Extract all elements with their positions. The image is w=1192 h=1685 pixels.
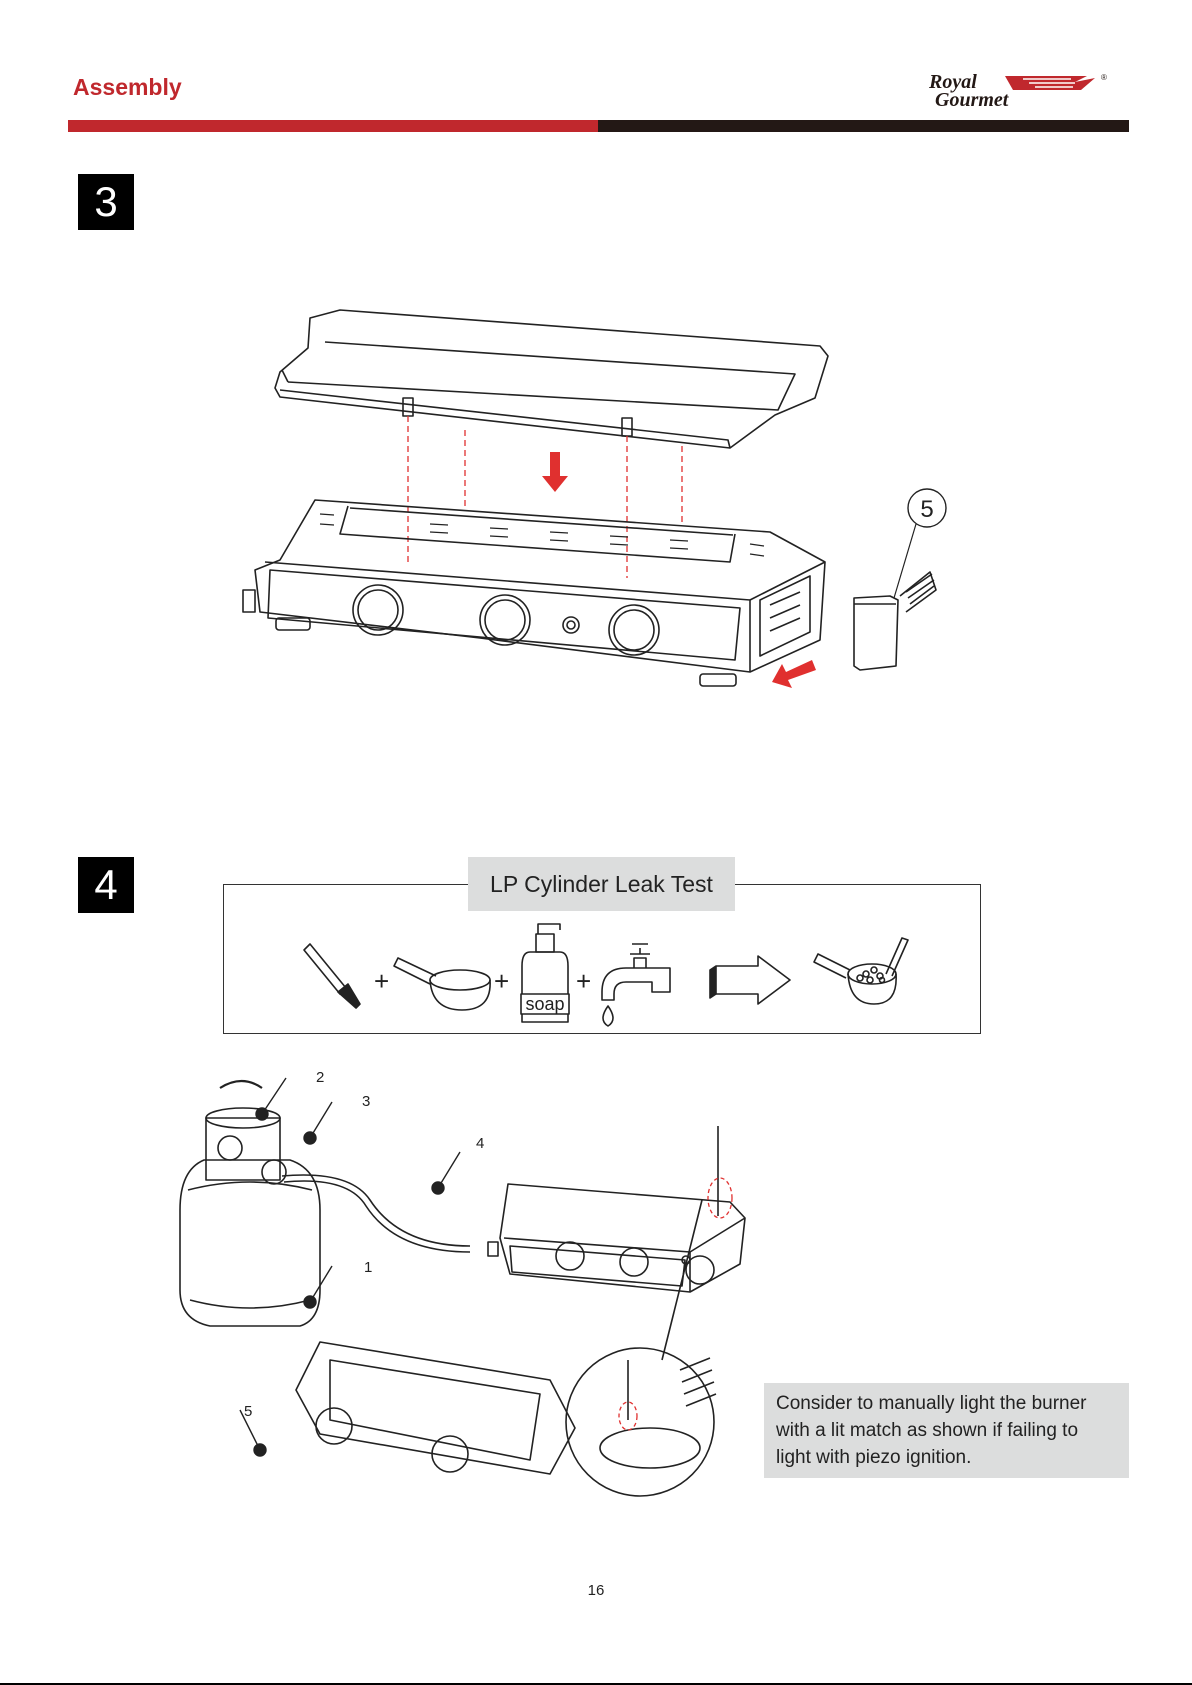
registered-mark: ®: [1101, 73, 1107, 82]
faucet-icon: [602, 944, 670, 1026]
griddle-assembly-illustration: 5: [230, 300, 950, 720]
page-number: 16: [0, 1582, 1192, 1599]
leak-test-title: LP Cylinder Leak Test: [468, 857, 735, 911]
check-point-4: 4: [476, 1135, 484, 1152]
arrow-icon: [710, 956, 790, 1004]
check-point-2: 2: [316, 1070, 324, 1086]
insert-arrow: [772, 660, 816, 688]
header-bar-red: [68, 120, 598, 132]
leak-test-icon-row: + + + soap: [290, 918, 910, 1028]
plus-sign-1: +: [374, 966, 389, 996]
plus-sign-3: +: [576, 966, 591, 996]
brush-icon: [304, 944, 360, 1008]
soap-label: soap: [525, 994, 564, 1014]
brand-line2: Gourmet: [935, 89, 1010, 111]
plus-sign-2: +: [494, 966, 509, 996]
down-arrow: [542, 452, 568, 492]
step-4-badge: 4: [78, 857, 134, 913]
manual-lighting-note: Consider to manually light the burner wi…: [764, 1383, 1129, 1478]
brand-logo: Royal Gourmet ®: [925, 70, 1125, 112]
check-point-5: 5: [244, 1403, 252, 1420]
step-3-badge: 3: [78, 174, 134, 230]
check-point-3: 3: [362, 1093, 370, 1110]
section-title: Assembly: [73, 74, 182, 101]
check-point-1: 1: [364, 1259, 372, 1276]
callout-5: 5: [920, 496, 933, 523]
bubbling-cup-icon: [814, 938, 908, 1004]
header-bar-dark: [598, 120, 1129, 132]
cup-icon: [394, 958, 490, 1010]
